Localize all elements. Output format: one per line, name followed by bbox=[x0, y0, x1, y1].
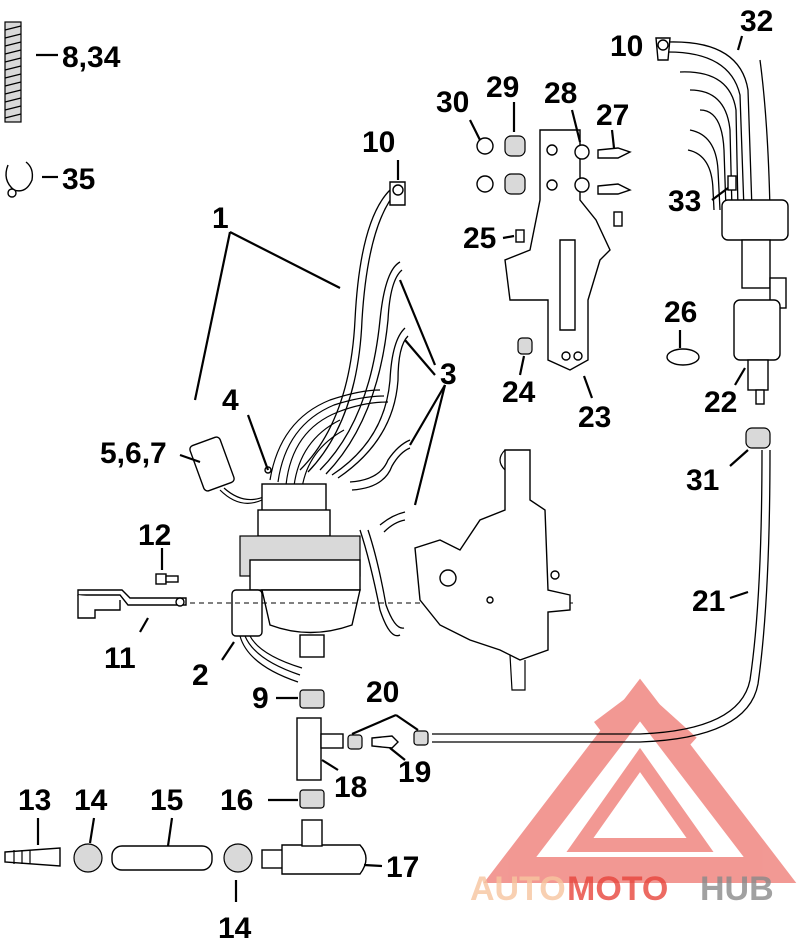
watermark-moto: MOTO bbox=[567, 870, 668, 908]
connector-5-6-7 bbox=[189, 436, 267, 504]
tee-fitting-18 bbox=[296, 717, 344, 781]
callout-23: 23 bbox=[578, 401, 611, 434]
callout-12: 12 bbox=[138, 519, 171, 552]
callout-14-upper: 14 bbox=[74, 784, 108, 817]
watermark-logo bbox=[483, 678, 797, 883]
fitting-9 bbox=[299, 689, 325, 709]
mount-hardware bbox=[476, 135, 632, 355]
watermark-text: AUTO MOTO HUB bbox=[470, 870, 774, 908]
bracket-23 bbox=[504, 129, 611, 371]
callout-17: 17 bbox=[386, 851, 419, 884]
callout-30: 30 bbox=[436, 86, 469, 119]
callout-10-left: 10 bbox=[362, 126, 395, 159]
callout-18: 18 bbox=[334, 771, 367, 804]
callout-labels: 8,34 35 10 1 3 4 5,6,7 12 11 2 9 20 19 1… bbox=[18, 5, 773, 945]
callout-2: 2 bbox=[192, 659, 209, 692]
callout-1: 1 bbox=[212, 202, 229, 235]
callout-31: 31 bbox=[686, 464, 719, 497]
fuel-pump-assembly bbox=[231, 466, 361, 683]
mounting-plate bbox=[414, 449, 571, 691]
callout-19: 19 bbox=[398, 756, 431, 789]
callout-14-lower: 14 bbox=[218, 912, 252, 945]
filter-assembly bbox=[655, 37, 789, 449]
callout-3: 3 bbox=[440, 358, 457, 391]
screw-12 bbox=[155, 573, 179, 585]
fitting-16 bbox=[299, 789, 325, 809]
callout-24: 24 bbox=[502, 376, 536, 409]
callout-15: 15 bbox=[150, 784, 183, 817]
callout-29: 29 bbox=[486, 71, 519, 104]
callout-10-right: 10 bbox=[610, 30, 643, 63]
clip-part bbox=[5, 161, 34, 198]
callout-27: 27 bbox=[596, 99, 629, 132]
callout-25: 25 bbox=[463, 222, 496, 255]
callout-33: 33 bbox=[668, 185, 701, 218]
watermark-auto: AUTO bbox=[470, 870, 566, 908]
watermark-hub: HUB bbox=[700, 870, 774, 908]
callout-28: 28 bbox=[544, 77, 577, 110]
callout-21: 21 bbox=[692, 585, 725, 618]
callout-16: 16 bbox=[220, 784, 253, 817]
callout-8-34: 8,34 bbox=[62, 41, 121, 74]
callout-20: 20 bbox=[366, 676, 399, 709]
wire-harness bbox=[269, 389, 389, 489]
leader-lines bbox=[36, 35, 749, 902]
callout-35: 35 bbox=[62, 163, 95, 196]
spring-part bbox=[4, 21, 22, 123]
fuel-line-bottom bbox=[4, 819, 367, 875]
hose-group-3 bbox=[299, 189, 411, 637]
callout-26: 26 bbox=[664, 296, 697, 329]
callout-4: 4 bbox=[222, 384, 239, 417]
callout-32: 32 bbox=[740, 5, 773, 38]
bracket-11 bbox=[77, 589, 187, 619]
callout-13: 13 bbox=[18, 784, 51, 817]
callout-22: 22 bbox=[704, 386, 737, 419]
fittings-20-19 bbox=[347, 730, 429, 750]
callout-11: 11 bbox=[104, 642, 136, 675]
callout-5-6-7: 5,6,7 bbox=[100, 437, 167, 470]
callout-9: 9 bbox=[252, 682, 269, 715]
fitting-10-left bbox=[389, 181, 406, 206]
hose-21 bbox=[432, 449, 771, 743]
